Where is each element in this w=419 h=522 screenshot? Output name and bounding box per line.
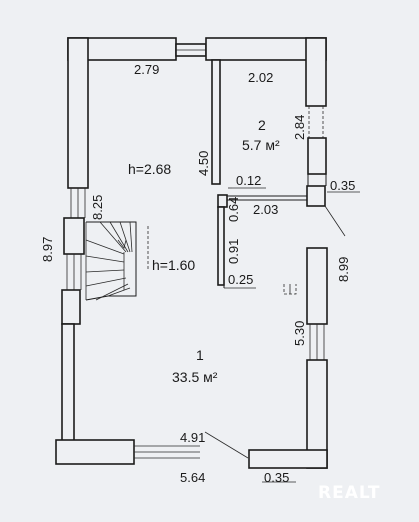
wall-inner-vertical xyxy=(211,59,221,185)
wall-right-pillar xyxy=(306,185,326,207)
dim-inner-height: 4.50 xyxy=(196,151,211,176)
wall-bottom-right xyxy=(248,449,328,469)
wall-left-mid-1 xyxy=(63,217,85,255)
dim-inner-lower: 0.91 xyxy=(226,239,241,264)
dim-bottom-inner: 4.91 xyxy=(180,430,205,445)
wall-inner-lower xyxy=(217,206,225,286)
dim-right-upper: 2.84 xyxy=(292,115,307,140)
wall-left-lower xyxy=(61,323,75,445)
wall-left-mid-2 xyxy=(61,289,81,325)
dim-left-upper: 8.25 xyxy=(90,195,105,220)
ceiling-height-stairs: h=1.60 xyxy=(152,257,195,273)
dim-bottom-outer: 5.64 xyxy=(180,470,205,485)
room-1-area: 33.5 м² xyxy=(172,369,218,385)
dim-inner-base: 0.25 xyxy=(228,272,253,287)
dim-left-total: 8.97 xyxy=(40,237,55,262)
wall-right-lower xyxy=(306,247,328,325)
wall-right-middle xyxy=(307,137,327,175)
dim-room2-width: 2.03 xyxy=(253,202,278,217)
watermark-logo: REALT xyxy=(318,483,380,503)
wall-left-upper xyxy=(67,37,89,189)
dim-top-right: 2.02 xyxy=(248,70,273,85)
room-2-area: 5.7 м² xyxy=(242,137,280,153)
wall-right-upper xyxy=(305,37,327,107)
wall-bottom-left xyxy=(55,439,135,465)
room-2-number: 2 xyxy=(258,117,266,133)
staircase xyxy=(85,221,149,301)
dim-right-lower: 5.30 xyxy=(292,321,307,346)
dim-inner-short: 0.64 xyxy=(226,197,241,222)
dim-right-thickness: 0.35 xyxy=(330,178,355,193)
room-1-number: 1 xyxy=(196,347,204,363)
dim-top-left: 2.79 xyxy=(134,62,159,77)
dim-right-total: 8.99 xyxy=(336,257,351,282)
dim-inner-offset: 0.12 xyxy=(236,173,261,188)
dim-bottom-right-thickness: 0.35 xyxy=(264,470,289,485)
ceiling-height-main: h=2.68 xyxy=(128,161,171,177)
